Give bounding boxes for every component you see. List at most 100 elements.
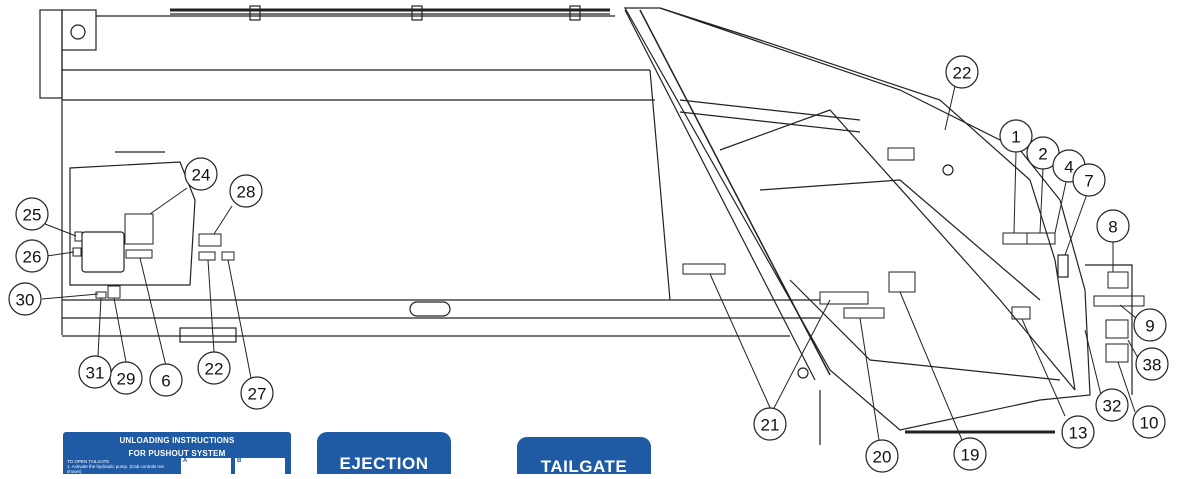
leader-30 [41,293,99,300]
callout-label-28: 28 [237,183,256,202]
tailgate-strut-1 [639,9,831,376]
decal-19 [888,271,916,293]
panel-window [81,231,125,273]
callout-circle-25 [15,197,49,231]
callout-circle-1 [999,119,1033,153]
decal-24 [124,213,154,245]
callout-circle-26 [15,239,49,273]
leader-13 [1021,318,1066,417]
callout-circle-24 [184,157,218,191]
callout-circle-31 [78,355,112,389]
callout-label-8: 8 [1108,218,1117,237]
hydraulic-block [179,327,237,343]
callout-circle-21 [753,407,787,441]
leader-24 [149,187,188,215]
callout-circle-38 [1135,347,1169,381]
callout-label-38: 38 [1143,356,1162,375]
decal-9 [1093,295,1145,307]
rail-clamp-3 [569,5,581,21]
callout-circle-30 [8,282,42,316]
decal-2 [1026,232,1056,245]
tailgate-decal: TAILGATE [517,437,651,474]
callout-label-24: 24 [192,166,211,185]
callout-label-20: 20 [873,448,892,467]
leader-9 [1119,304,1137,319]
leader-28 [213,205,233,235]
callout-label-21: 21 [761,416,780,435]
callout-circle-22b [197,351,231,385]
unloading-panel-a: A [181,458,231,474]
unloading-panel-b: B [235,458,285,474]
unloading-panel-a-label: A [183,458,188,464]
leader-21a [771,299,831,413]
callout-label-4: 4 [1064,158,1073,177]
leader-31 [97,297,102,357]
front-pivot-pin [70,24,86,40]
unloading-title-line2: FOR PUSHOUT SYSTEM [128,449,226,458]
callout-circle-13 [1061,415,1095,449]
decal-20b [843,307,885,319]
leader-lines [41,85,1139,441]
leader-38 [1127,339,1139,359]
unloading-subhead: TO OPEN TAILGATE [67,459,110,464]
callout-circle-10 [1132,405,1166,439]
front-bulkhead [39,9,63,99]
callout-circle-22a [945,55,979,89]
lower-packer-line [789,279,1061,381]
callout-label-30: 30 [16,291,35,310]
leader-26 [46,251,75,257]
decal-22b [198,251,216,261]
unloading-instructions-decal: UNLOADING INSTRUCTIONS FOR PUSHOUT SYSTE… [63,432,291,474]
tailgate-label: TAILGATE [540,457,628,474]
callout-label-32: 32 [1103,397,1122,416]
leader-7 [1064,193,1088,256]
decal-28 [198,233,222,247]
decal-1 [1002,232,1028,245]
pivot-bolt [942,164,954,176]
callout-circle-19 [953,437,987,471]
callout-label-1: 1 [1011,128,1020,147]
callout-label-7: 7 [1084,172,1093,191]
leader-22b [207,259,215,353]
front-hinge-block [61,9,97,51]
callout-circle-20 [865,439,899,473]
callout-label-27: 27 [248,385,267,404]
decal-8 [1107,271,1129,289]
lower-pivot [797,367,809,379]
callout-label-22a: 22 [953,64,972,83]
rail-slot [409,301,451,317]
packer-panel-line [759,179,1041,301]
tailgate-inner-frame [659,7,1076,391]
callout-label-13: 13 [1069,424,1088,443]
hydraulic-cylinder [679,99,861,121]
decal-26 [72,247,82,257]
latch-block [1057,254,1069,278]
upper-panel-line [61,50,650,71]
hydraulic-cylinder-rod [679,111,861,133]
decal-29 [107,285,121,299]
floor-sweep-line [719,109,1076,391]
decal-22a [887,147,915,161]
leader-10 [1117,361,1136,413]
callout-label-31: 31 [86,364,105,383]
leader-20 [859,317,880,441]
decal-20a [819,291,869,305]
callout-label-2: 2 [1038,145,1047,164]
callout-label-25: 25 [23,206,42,225]
callout-circle-8 [1096,209,1130,243]
unloading-step-text: 1. Activate the hydraulic pump. (Cab con… [67,464,164,474]
leader-6 [139,257,167,367]
decal-31 [95,291,107,299]
decal-25 [74,231,83,242]
callout-label-9: 9 [1145,317,1154,336]
leader-1 [1013,151,1017,234]
callout-label-6: 6 [161,372,170,391]
decal-38 [1105,319,1129,339]
tailgate-outline [623,7,1091,431]
callout-label-29: 29 [117,370,136,389]
leader-27 [227,259,252,379]
callout-label-19: 19 [961,446,980,465]
callout-circle-28 [229,174,263,208]
